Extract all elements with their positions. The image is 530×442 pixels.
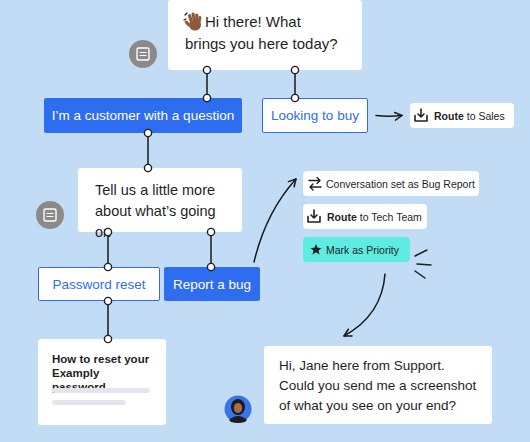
connector — [291, 66, 298, 101]
placeholder-bar — [52, 400, 126, 405]
connector — [344, 274, 385, 336]
agent-avatar — [225, 396, 252, 424]
node-text: Conversation set as Bug Report — [326, 178, 475, 190]
avatar-body — [229, 416, 247, 423]
connector — [104, 297, 111, 342]
connector-dot — [207, 228, 214, 235]
node-text: Tell us a little more about what’s going… — [95, 182, 216, 240]
node-text: Route — [327, 211, 357, 223]
action-chip: Routeto Tech Team — [303, 204, 427, 229]
swap-icon — [309, 178, 321, 191]
avatar-circle — [36, 201, 64, 229]
connector — [207, 228, 214, 270]
node-text: Report a bug — [173, 277, 251, 292]
waving-hand-icon — [184, 12, 202, 30]
node-text: Password reset — [52, 277, 145, 292]
star-icon — [311, 244, 322, 255]
avatar-circle — [225, 396, 252, 423]
route-icon — [415, 109, 427, 121]
action-chip: Conversation set as Bug Report — [303, 171, 479, 196]
option-button: Report a bug — [164, 267, 260, 301]
chat-icon — [44, 209, 56, 221]
connector-line — [254, 179, 296, 262]
connector-dot — [104, 263, 111, 270]
connector — [104, 228, 111, 270]
agent-message: Hi, Jane here from Support. Could you se… — [264, 346, 492, 424]
connector — [376, 112, 402, 120]
avatar-hair — [231, 399, 245, 415]
connector-line — [107, 232, 109, 267]
node-text: I’m a customer with a question — [52, 108, 234, 123]
bot-message: Tell us a little more about what’s going… — [78, 168, 242, 232]
connector-line — [107, 301, 109, 339]
avatar-face — [234, 403, 242, 413]
connector-dot — [144, 129, 151, 136]
option-button: I’m a customer with a question — [44, 98, 242, 133]
arrow-head — [344, 329, 352, 336]
palm — [189, 20, 201, 31]
option-button: Password reset — [38, 267, 160, 301]
connector-dot — [203, 66, 210, 73]
node-text: Hi, Jane here from Support. Could you se… — [279, 358, 476, 413]
connector-dot — [203, 94, 210, 101]
connector-dot — [207, 263, 214, 270]
bot-avatar — [36, 201, 64, 229]
node-text: to Sales — [467, 110, 505, 122]
sparkle-strokes — [415, 250, 431, 278]
connector-dot — [104, 335, 111, 342]
bot-avatar — [129, 40, 157, 68]
route-icon — [308, 210, 320, 222]
connector — [254, 179, 296, 262]
connector-dot — [144, 164, 151, 171]
node-text: Route — [434, 110, 464, 122]
thumb — [184, 20, 191, 27]
arrow-head — [288, 179, 296, 187]
action-chip: Routeto Sales — [410, 103, 514, 128]
connector-dot — [291, 66, 298, 73]
arrow-head — [395, 112, 402, 120]
chat-icon — [137, 48, 149, 60]
connector-line — [147, 133, 149, 168]
connector — [203, 66, 210, 101]
connector-dot — [291, 94, 298, 101]
chat-icon-lines — [47, 214, 54, 217]
node-text: Mark as Priority — [326, 244, 399, 256]
avatar-circle — [129, 40, 157, 68]
connector-line — [344, 274, 385, 336]
connector-line — [210, 232, 212, 267]
motion-line — [184, 13, 187, 20]
placeholder-bar — [52, 388, 150, 393]
node-text: Looking to buy — [271, 108, 359, 123]
node-text: How to reset your Examply password — [52, 353, 149, 393]
chat-icon-lines — [140, 53, 147, 56]
node-text: to Tech Team — [360, 211, 422, 223]
connector-dot — [104, 297, 111, 304]
option-button: Looking to buy — [262, 98, 368, 133]
greeting-message: Hi there! What brings you here today? — [168, 0, 362, 70]
article-card: How to reset your Examply password — [38, 339, 166, 425]
connector-line — [376, 115, 402, 117]
connector-dot — [104, 228, 111, 235]
connector — [144, 129, 151, 171]
node-text: Hi there! What brings you here today? — [185, 13, 338, 52]
